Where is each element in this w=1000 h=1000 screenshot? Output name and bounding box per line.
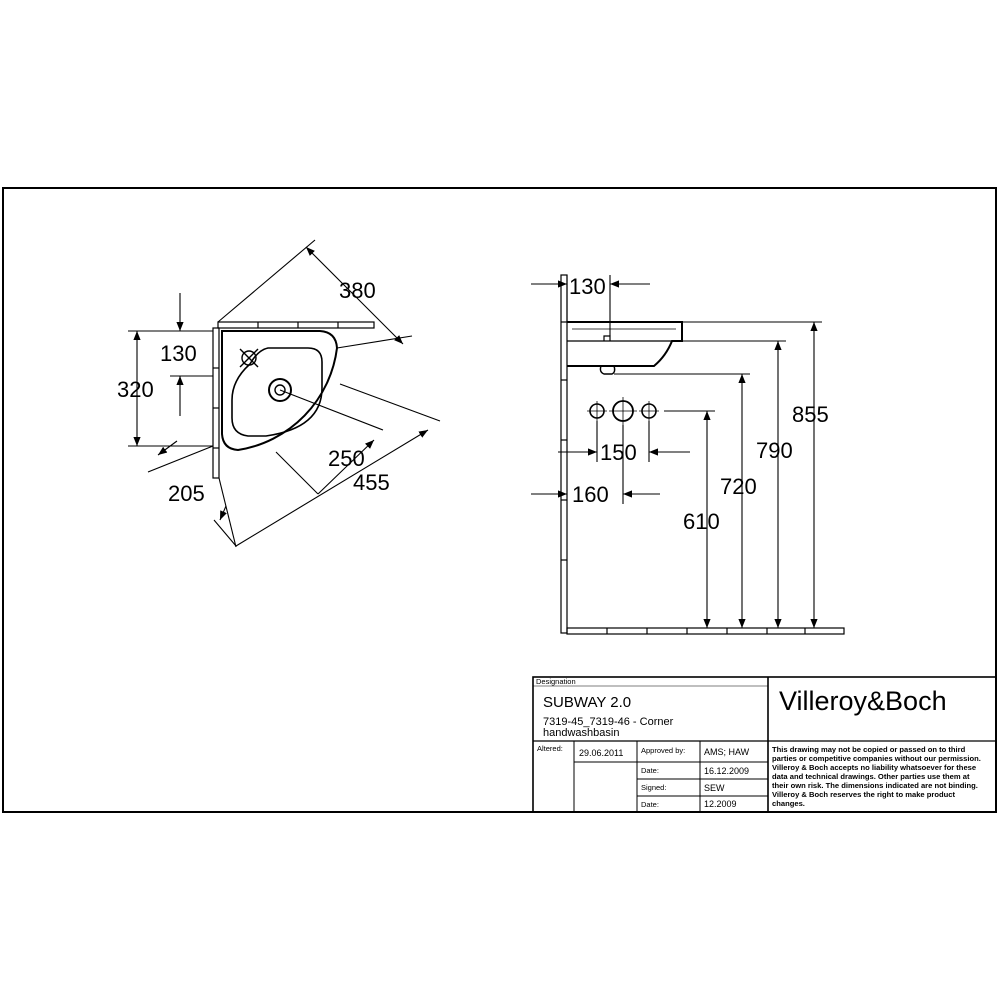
- date-value-1: 16.12.2009: [704, 766, 749, 776]
- disclaimer-line: parties or competitive companies without…: [772, 754, 981, 763]
- altered-date: 29.06.2011: [579, 748, 623, 758]
- date-label-1: Date:: [641, 766, 659, 775]
- plan-wall-top: [217, 321, 375, 329]
- plan-dim-250: 250: [328, 446, 365, 471]
- plan-dim-380: 380: [339, 278, 376, 303]
- disclaimer-line: data and technical drawings. Other parti…: [772, 772, 970, 781]
- product-desc-line2: handwashbasin: [543, 727, 619, 739]
- tap-hole-icon: [239, 348, 259, 368]
- signed-value: SEW: [704, 783, 725, 793]
- waste-trap: [599, 365, 616, 375]
- tap-icon: [603, 335, 611, 341]
- side-dim-855: 855: [792, 402, 829, 427]
- disclaimer-line: This drawing may not be copied or passed…: [772, 745, 966, 754]
- disclaimer: This drawing may not be copied or passed…: [772, 745, 981, 808]
- product-desc-line1: 7319-45_7319-46 - Corner: [543, 716, 674, 728]
- side-dim-790: 790: [756, 438, 793, 463]
- approved-value: AMS; HAW: [704, 747, 750, 757]
- plan-view: 380 130 320 250 455 205: [117, 239, 441, 548]
- title-block: Designation SUBWAY 2.0 7319-45_7319-46 -…: [532, 676, 997, 813]
- side-dim-150: 150: [600, 440, 637, 465]
- basin-outline-plan: [221, 330, 339, 452]
- side-dim-130: 130: [569, 274, 606, 299]
- date-value-2: 12.2009: [704, 799, 737, 809]
- plan-dim-455: 455: [353, 470, 390, 495]
- disclaimer-line: their own risk. The dimensions indicated…: [772, 781, 978, 790]
- side-view: 130 855 790 150 720 160 610: [531, 274, 845, 635]
- side-dim-610: 610: [683, 509, 720, 534]
- side-wall: [560, 274, 568, 634]
- disclaimer-line: Villeroy & Boch accepts no liability wha…: [772, 763, 976, 772]
- drain-icon: [268, 378, 292, 402]
- date-label-2: Date:: [641, 800, 659, 809]
- drawing-frame: [2, 187, 997, 813]
- designation-label: Designation: [536, 677, 576, 686]
- side-dim-160: 160: [572, 482, 609, 507]
- signed-label: Signed:: [641, 783, 666, 792]
- disclaimer-line: changes.: [772, 799, 805, 808]
- plan-dimension-lines: [128, 239, 441, 548]
- plan-wall-left: [212, 327, 220, 479]
- side-floor: [566, 627, 845, 635]
- plan-dim-130: 130: [160, 341, 197, 366]
- approved-label: Approved by:: [641, 746, 685, 755]
- side-dim-720: 720: [720, 474, 757, 499]
- brand-logo: Villeroy&Boch: [779, 686, 947, 716]
- disclaimer-line: Villeroy & Boch reserves the right to ma…: [772, 790, 955, 799]
- product-name: SUBWAY 2.0: [543, 694, 631, 711]
- side-dimension-lines: [531, 275, 822, 628]
- altered-label: Altered:: [537, 744, 563, 753]
- basin-bowl-plan: [231, 347, 323, 437]
- plan-dim-320: 320: [117, 377, 154, 402]
- plan-dim-205: 205: [168, 481, 205, 506]
